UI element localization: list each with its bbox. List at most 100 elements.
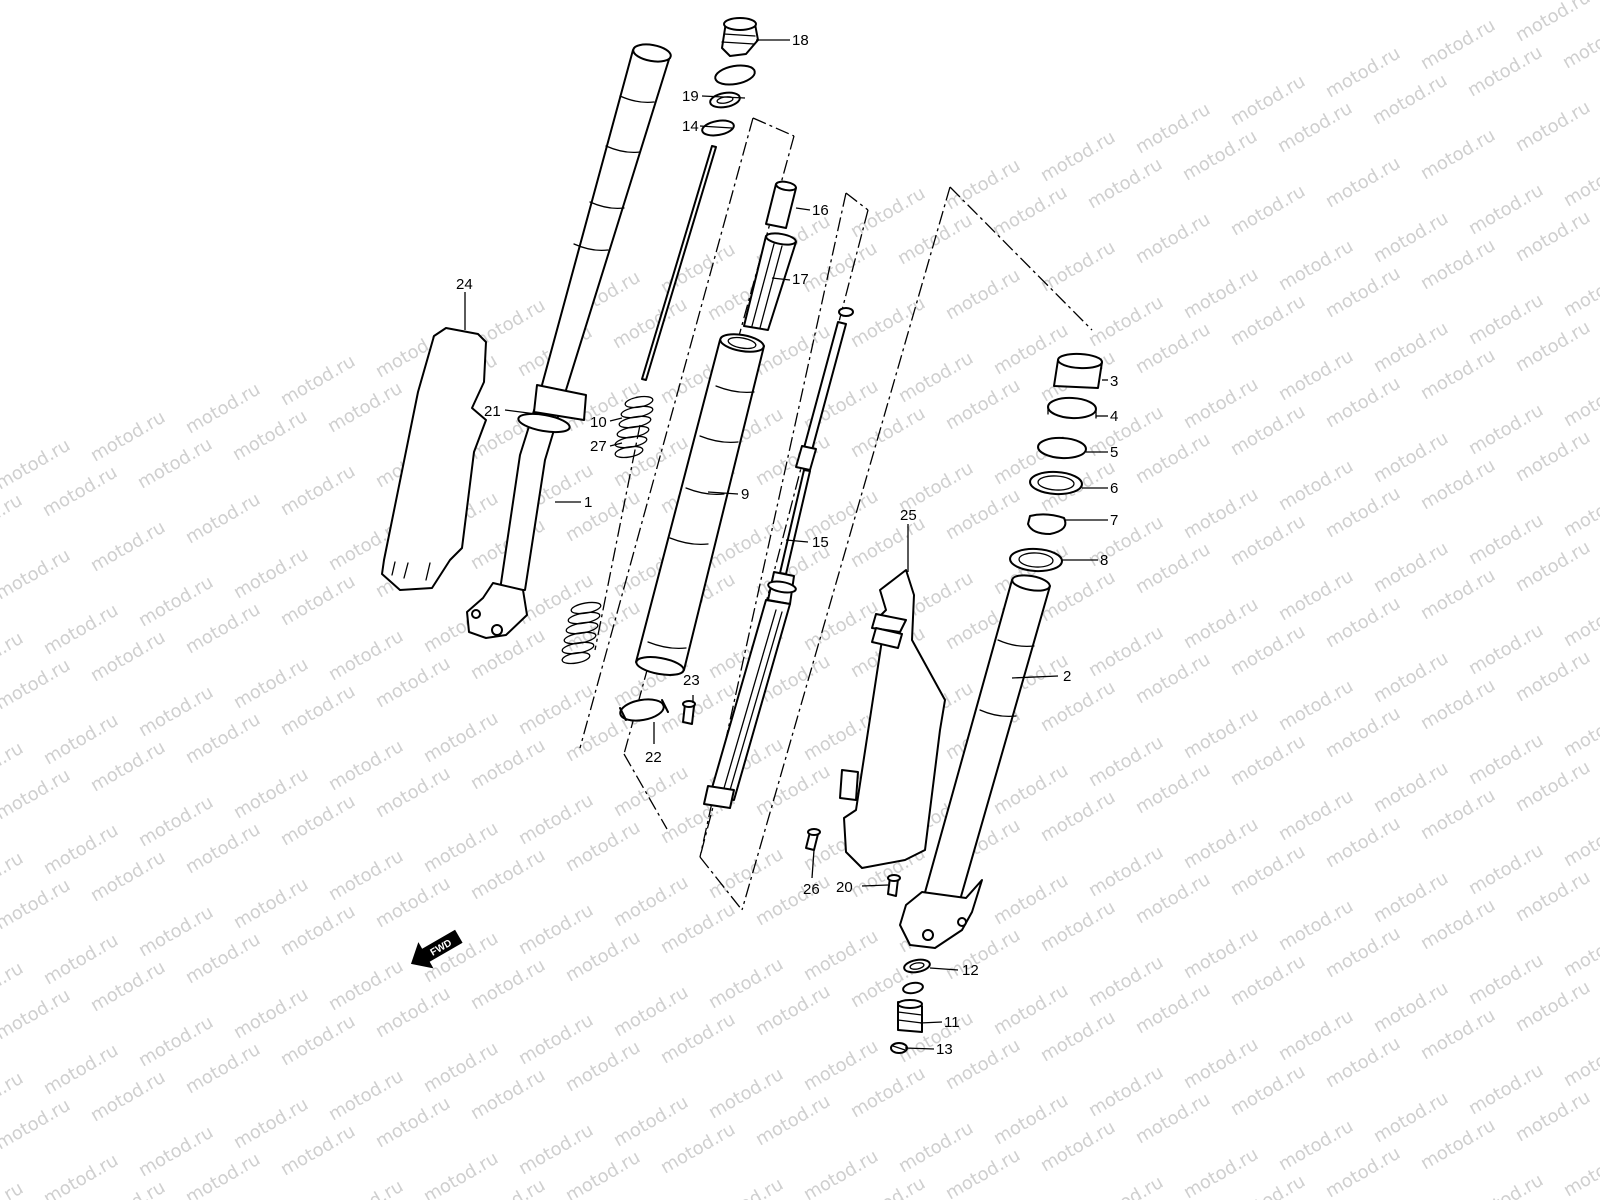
watermark-text: motod.ru: [1370, 318, 1452, 377]
watermark-text: motod.ru: [1322, 703, 1404, 762]
watermark-text: motod.ru: [1275, 1116, 1357, 1175]
watermark-text: motod.ru: [1227, 401, 1309, 460]
bolt-26: [805, 828, 821, 851]
watermark-text: motod.ru: [1512, 537, 1594, 596]
watermark-text: motod.ru: [1037, 787, 1119, 846]
watermark-text: motod.ru: [277, 571, 359, 630]
bushing-3: [1053, 352, 1103, 389]
watermark-text: motod.ru: [1180, 264, 1262, 323]
watermark-text: motod.ru: [990, 760, 1072, 819]
watermark-text: motod.ru: [1180, 374, 1262, 433]
watermark-text: motod.ru: [847, 183, 929, 242]
watermark-text: motod.ru: [182, 929, 264, 988]
watermark-text: motod.ru: [1227, 1171, 1309, 1200]
watermark-text: motod.ru: [1132, 979, 1214, 1038]
watermark-text: motod.ru: [0, 875, 74, 934]
watermark-text: motod.ru: [87, 737, 169, 796]
watermark-text: motod.ru: [1132, 209, 1214, 268]
callout-leaders: [464, 39, 1108, 1050]
watermark-text: motod.ru: [1465, 510, 1547, 569]
fork-guard: [381, 327, 487, 591]
washer-small: [902, 981, 924, 995]
watermark-text: motod.ru: [372, 873, 454, 932]
o-ring-14: [701, 119, 735, 137]
inner-tube: [635, 333, 765, 676]
watermark-text: motod.ru: [752, 1091, 834, 1150]
watermark-text: motod.ru: [1037, 1007, 1119, 1066]
watermark-text: motod.ru: [1417, 125, 1499, 184]
watermark-text: motod.ru: [942, 155, 1024, 214]
watermark-text: motod.ru: [135, 682, 217, 741]
watermark-text: motod.ru: [1512, 757, 1594, 816]
watermark-text: motod.ru: [1180, 924, 1262, 983]
watermark-text: motod.ru: [1227, 841, 1309, 900]
watermark-text: motod.ru: [562, 927, 644, 986]
outer-tube-right: [899, 574, 1051, 949]
watermark-text: motod.ru: [1180, 704, 1262, 763]
watermark-text: motod.ru: [610, 982, 692, 1041]
watermark-text: motod.ru: [372, 983, 454, 1042]
watermark-text: motod.ru: [1465, 620, 1547, 679]
watermark-text: motod.ru: [1370, 978, 1452, 1037]
callout-23: 23: [683, 672, 700, 689]
watermark-text: motod.ru: [562, 817, 644, 876]
watermark-text: motod.ru: [182, 819, 264, 878]
watermark-text: motod.ru: [40, 710, 122, 769]
watermark-text: motod.ru: [230, 654, 312, 713]
watermark-text: motod.ru: [40, 930, 122, 989]
watermark-text: motod.ru: [1085, 952, 1167, 1011]
watermark-text: motod.ru: [277, 681, 359, 740]
watermark-text: motod.ru: [87, 957, 169, 1016]
watermark-text: motod.ru: [182, 1039, 264, 1098]
watermark-text: motod.ru: [1180, 814, 1262, 873]
callout-3: 3: [1110, 373, 1118, 390]
watermark-text: motod.ru: [1275, 676, 1357, 735]
watermark-text: motod.ru: [1560, 1032, 1600, 1091]
washer-5: [1037, 436, 1087, 460]
watermark-text: motod.ru: [1417, 235, 1499, 294]
watermark-text: motod.ru: [1369, 70, 1451, 129]
watermark-text: motod.ru: [847, 513, 929, 572]
callout-16: 16: [812, 202, 829, 219]
watermark-text: motod.ru: [1512, 97, 1594, 156]
watermark-text: motod.ru: [705, 954, 787, 1013]
watermark-text: motod.ru: [610, 1092, 692, 1151]
callout-24: 24: [456, 276, 473, 293]
oil-seal-6: [1029, 470, 1083, 496]
watermark-text: motod.ru: [610, 432, 692, 491]
watermark-text: motod.ru: [1370, 868, 1452, 927]
watermark-text: motod.ru: [325, 626, 407, 685]
watermark-text: motod.ru: [182, 1149, 264, 1200]
watermark-text: motod.ru: [1132, 869, 1214, 928]
watermark-text: motod.ru: [1559, 14, 1600, 73]
watermark-text: motod.ru: [1560, 262, 1600, 321]
watermark-text: motod.ru: [1037, 897, 1119, 956]
callout-1: 1: [584, 494, 592, 511]
watermark-text: motod.ru: [1180, 594, 1262, 653]
watermark-text: motod.ru: [182, 489, 264, 548]
watermark-text: motod.ru: [800, 1146, 882, 1200]
watermark-text: motod.ru: [1465, 400, 1547, 459]
watermark-text: motod.ru: [0, 490, 26, 549]
watermark-text: motod.ru: [467, 845, 549, 904]
watermark-text: motod.ru: [1227, 181, 1309, 240]
watermark-text: motod.ru: [372, 653, 454, 712]
watermark-text: motod.ru: [1275, 896, 1357, 955]
watermark-text: motod.ru: [40, 1040, 122, 1099]
watermark-text: motod.ru: [325, 956, 407, 1015]
watermark-text: motod.ru: [1322, 1143, 1404, 1200]
watermark-text: motod.ru: [87, 627, 169, 686]
watermark-text: motod.ru: [657, 899, 739, 958]
watermark-text: motod.ru: [1560, 482, 1600, 541]
watermark-text: motod.ru: [1322, 813, 1404, 872]
watermark-text: motod.ru: [0, 545, 74, 604]
callout-14: 14: [682, 118, 699, 135]
watermark-text: motod.ru: [895, 1118, 977, 1177]
watermark-text: motod.ru: [87, 847, 169, 906]
watermark-text: motod.ru: [325, 1176, 407, 1200]
watermark-text: motod.ru: [752, 981, 834, 1040]
watermark-text: motod.ru: [420, 708, 502, 767]
watermark-text: motod.ru: [1512, 867, 1594, 926]
callout-26: 26: [803, 881, 820, 898]
watermark-text: motod.ru: [1512, 0, 1594, 46]
